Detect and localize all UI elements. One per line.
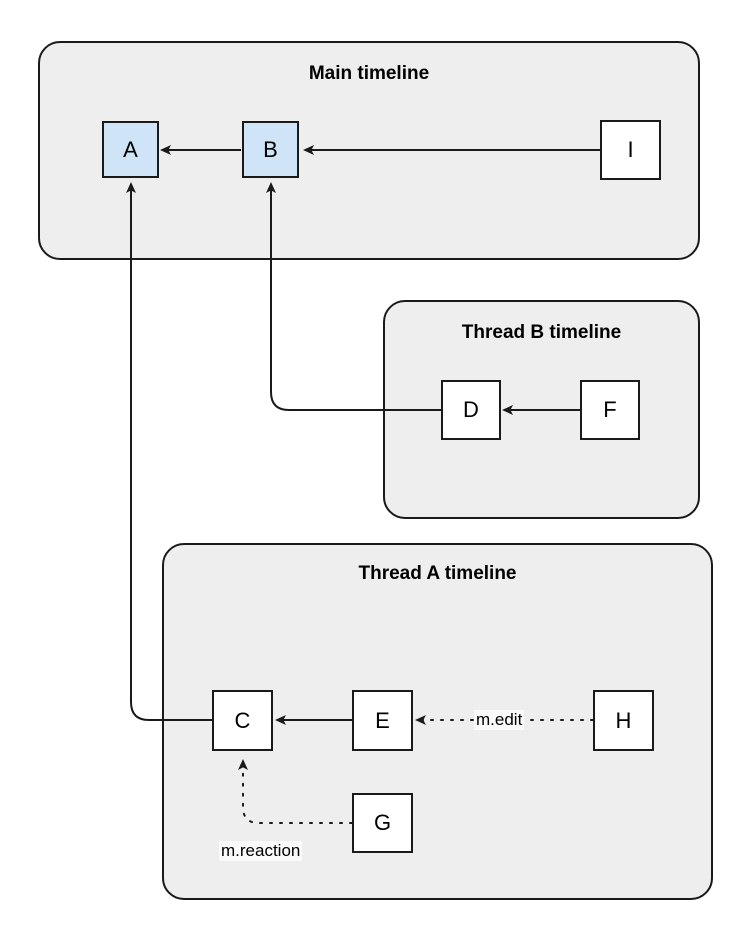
edge-label-m-reaction: m.reaction <box>219 841 303 861</box>
group-thread-b-timeline-title: Thread B timeline <box>461 322 622 343</box>
node-g[interactable]: G <box>352 793 413 853</box>
node-g-label: G <box>373 810 392 835</box>
node-b-label: B <box>263 136 278 162</box>
group-main-timeline-title: Main timeline <box>308 63 430 84</box>
node-a-label: A <box>123 136 138 162</box>
node-d[interactable]: D <box>441 380 501 440</box>
node-d-label: D <box>463 397 479 422</box>
node-h-label: H <box>615 707 632 733</box>
node-b[interactable]: B <box>242 121 299 178</box>
node-c-label: C <box>234 707 251 733</box>
node-a[interactable]: A <box>102 121 159 178</box>
node-i-label: I <box>627 137 634 162</box>
node-e[interactable]: E <box>352 690 413 751</box>
node-i[interactable]: I <box>600 120 661 180</box>
node-e-label: E <box>375 707 390 733</box>
node-c[interactable]: C <box>212 690 273 751</box>
group-thread-a-timeline-title: Thread A timeline <box>358 563 517 584</box>
node-h[interactable]: H <box>593 690 654 751</box>
node-f-label: F <box>603 397 617 422</box>
group-thread-b-timeline: Thread B timeline <box>383 300 700 519</box>
node-f[interactable]: F <box>580 380 640 440</box>
edge-label-m-edit: m.edit <box>474 710 525 730</box>
